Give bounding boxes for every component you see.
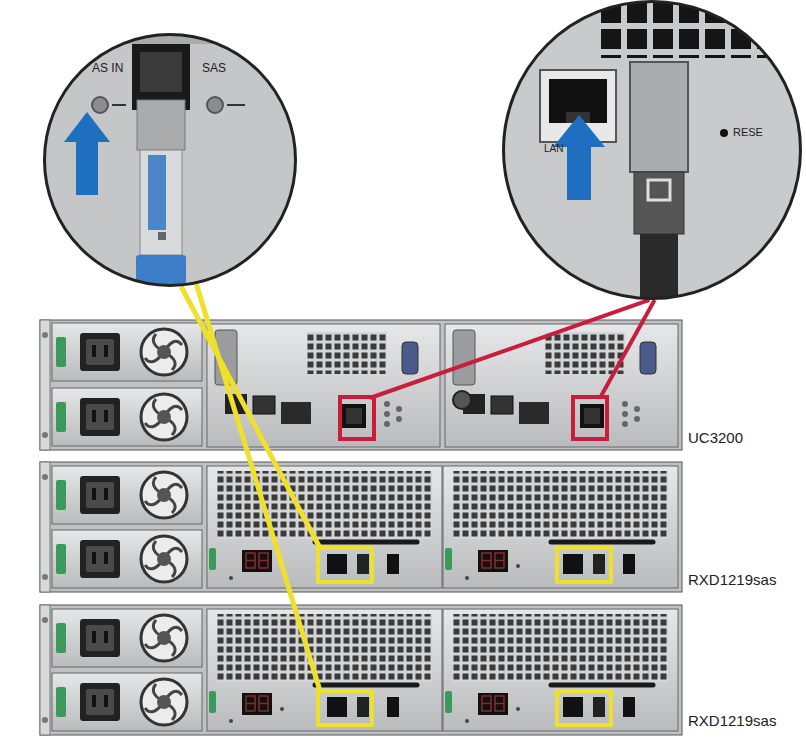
- rxd1219sas-chassis: [42, 474, 48, 480]
- rxd1219sas-chassis: [40, 605, 50, 735]
- port-highlight: [573, 397, 607, 439]
- sas-cable-line: [181, 287, 320, 548]
- uc3200-chassis: [42, 432, 48, 438]
- uc3200-chassis: [40, 320, 50, 450]
- device-label: RXD1219sas: [688, 713, 776, 728]
- port-label: AS IN: [92, 62, 123, 74]
- device-label: RXD1219sas: [688, 572, 776, 587]
- uc3200-chassis: [42, 332, 48, 338]
- rxd1219sas-chassis: [207, 466, 442, 588]
- lan-zoom-view: [648, 180, 670, 200]
- lan-zoom-view: [500, 0, 806, 314]
- port-highlight: [318, 397, 611, 725]
- uc3200-chassis: [40, 320, 682, 450]
- sas-zoom-view: [40, 30, 300, 290]
- zoom-circle: LAN RESE: [502, 0, 802, 300]
- lan-zoom-view: [600, 0, 806, 58]
- rxd1219sas-chassis: [42, 717, 48, 723]
- port-highlight: [340, 397, 374, 439]
- sas-zoom-view: [207, 97, 223, 113]
- rxd1219sas-chassis: [52, 530, 202, 588]
- lan-zoom-view: [720, 129, 728, 137]
- rxd1219sas-chassis: [443, 466, 678, 588]
- sas-zoom-view: [148, 155, 166, 230]
- sas-zoom-view: [227, 104, 245, 106]
- rxd1219sas-chassis: [52, 466, 202, 524]
- rxd1219sas-chassis: [40, 462, 50, 592]
- rxd1219sas-chassis: [42, 617, 48, 623]
- port-highlight: [557, 548, 611, 582]
- sas-zoom-view: [92, 97, 108, 113]
- sas-zoom-view: [112, 104, 126, 106]
- rxd1219sas-chassis: [40, 462, 682, 592]
- lan-zoom-view: [634, 172, 684, 234]
- uc3200-chassis: [40, 320, 682, 450]
- device-chassis: RXD1219sas: [40, 605, 682, 735]
- lan-zoom-view: [567, 145, 591, 200]
- sas-zoom-view: [137, 100, 185, 150]
- sas-zoom-view: [76, 140, 98, 195]
- rxd1219sas-chassis: [52, 673, 202, 731]
- port-highlight: [557, 691, 611, 725]
- lan-zoom-view: [553, 115, 605, 147]
- uc3200-chassis: [52, 388, 202, 446]
- sas-zoom-view: [64, 112, 110, 142]
- port-label: SAS: [202, 62, 226, 74]
- sas-zoom-view: [40, 30, 300, 290]
- sas-cable-line: [196, 284, 320, 691]
- sas-zoom-view: [136, 255, 186, 285]
- port-highlight: [318, 548, 372, 582]
- rxd1219sas-chassis: [40, 605, 682, 735]
- port-label: LAN: [544, 144, 563, 154]
- rxd1219sas-chassis: [207, 609, 442, 731]
- sas-zoom-view: [158, 232, 166, 240]
- rxd1219sas-chassis: [443, 609, 678, 731]
- rxd1219sas-chassis: [52, 609, 202, 667]
- uc3200-chassis: [445, 324, 678, 447]
- rxd1219sas-chassis: [42, 574, 48, 580]
- rxd1219sas-chassis: [40, 462, 682, 592]
- zoom-circle: AS IN SAS: [43, 33, 297, 287]
- port-label: RESE: [733, 127, 763, 138]
- uc3200-chassis: [453, 391, 471, 409]
- sas-zoom-view: [140, 52, 182, 92]
- port-highlight: [318, 691, 372, 725]
- uc3200-chassis: [52, 323, 202, 381]
- sas-zoom-view: [140, 150, 182, 255]
- device-label: UC3200: [688, 430, 743, 445]
- device-chassis: RXD1219sas: [40, 462, 682, 592]
- lan-zoom-view: [630, 62, 688, 172]
- lan-cable-line: [600, 300, 655, 398]
- device-chassis: UC3200: [40, 320, 682, 450]
- rxd1219sas-chassis: [40, 605, 682, 735]
